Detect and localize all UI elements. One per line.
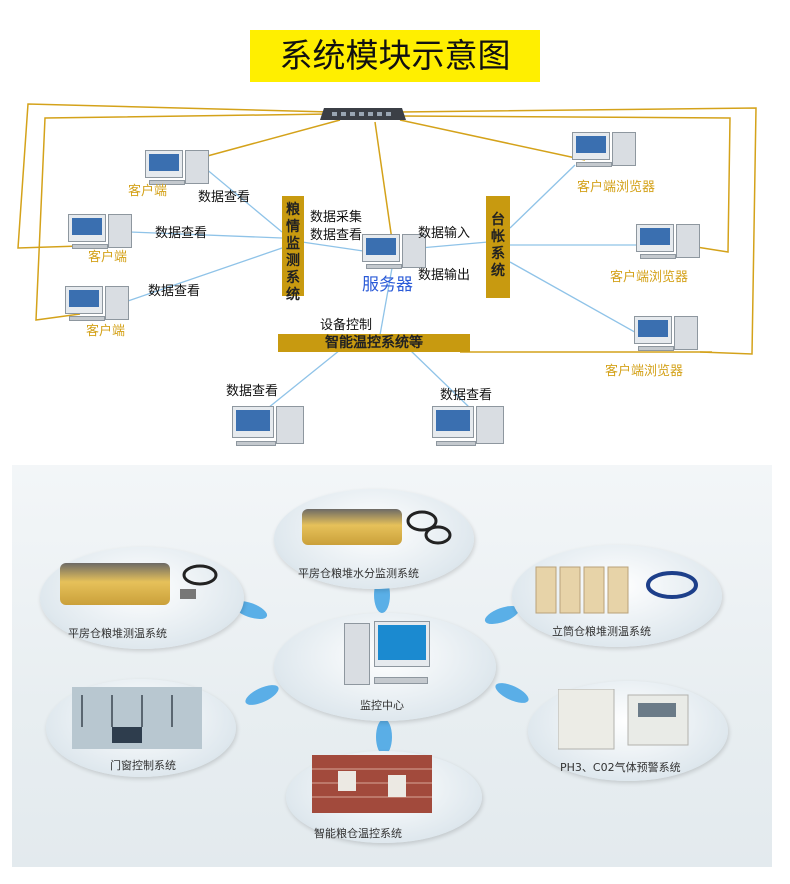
wire-switch-client1 bbox=[199, 119, 341, 159]
cable-coil-icon bbox=[646, 571, 698, 599]
grain-monitoring-bar: 粮 情 监 测 系 统 bbox=[282, 196, 304, 303]
computer-icon bbox=[634, 316, 700, 352]
node-caption: PH3、C02气体预警系统 bbox=[560, 761, 681, 774]
edge-label-data-view: 数据查看 bbox=[440, 388, 493, 403]
link-ledger-browser1 bbox=[509, 164, 576, 229]
wire-switch-server bbox=[374, 121, 393, 241]
bar-char: 帐 bbox=[491, 229, 505, 245]
network-lines bbox=[17, 103, 757, 409]
server-label: 服务器 bbox=[362, 275, 413, 295]
cable-coil-icon bbox=[180, 564, 218, 599]
link-temp-pc2 bbox=[409, 349, 471, 409]
bar-char: 统 bbox=[286, 287, 300, 303]
computer-icon bbox=[636, 224, 702, 260]
petal-links bbox=[232, 577, 529, 755]
link-server-temp bbox=[379, 267, 393, 336]
edge-label-data-view: 数据查看 bbox=[226, 384, 279, 399]
edge-label-data-view: 数据查看 bbox=[198, 190, 251, 205]
bar-char: 系 bbox=[491, 246, 505, 262]
edge-label-data-view: 数据查看 bbox=[148, 284, 201, 299]
leaf-link bbox=[376, 719, 392, 755]
module-panel: 监控中心 平房仓粮堆水分监测系统 平房仓粮堆测温系统 立筒仓粮堆测温系统 门窗控… bbox=[12, 465, 772, 867]
link-grain-server bbox=[301, 241, 371, 253]
edge-label-data-input: 数据输入 bbox=[418, 226, 471, 241]
temp-control-bar: 智能温控系统等 bbox=[278, 334, 470, 352]
node-caption: 平房仓粮堆测温系统 bbox=[68, 627, 167, 640]
computer-icon bbox=[432, 406, 508, 448]
page-title: 系统模块示意图 bbox=[250, 30, 540, 82]
edge-label-data-collect: 数据采集 bbox=[310, 210, 363, 225]
edge-label-data-output: 数据输出 bbox=[418, 268, 471, 283]
link-client2-grain bbox=[129, 231, 283, 239]
link-client1-grain bbox=[204, 167, 283, 233]
switch-icon bbox=[320, 108, 406, 120]
bar-char: 情 bbox=[286, 219, 300, 235]
client-label: 客户端 bbox=[88, 250, 128, 265]
grain-sensor-icon bbox=[302, 509, 402, 545]
computer-icon bbox=[145, 150, 211, 186]
browser-client-label: 客户端浏览器 bbox=[577, 180, 656, 195]
link-ledger-browser3 bbox=[509, 261, 641, 336]
computer-icon bbox=[572, 132, 638, 168]
silo-icon bbox=[535, 566, 629, 614]
client-label: 客户端 bbox=[86, 324, 126, 339]
leaf-link bbox=[484, 605, 520, 625]
node-caption: 平房仓粮堆水分监测系统 bbox=[298, 567, 419, 580]
node-caption: 立筒仓粮堆测温系统 bbox=[552, 625, 651, 638]
wire-switch-browser1 bbox=[399, 119, 586, 161]
cable-coil-icon bbox=[406, 510, 452, 545]
browser-client-label: 客户端浏览器 bbox=[610, 270, 689, 285]
wire-loop-right-outer bbox=[399, 107, 757, 355]
node-caption: 监控中心 bbox=[360, 699, 404, 712]
wire-loop-left-mid bbox=[35, 113, 331, 321]
computer-icon bbox=[65, 286, 131, 322]
bar-char: 测 bbox=[286, 253, 300, 269]
browser-client-label: 客户端浏览器 bbox=[605, 364, 684, 379]
wire-loop-right-mid bbox=[399, 115, 731, 253]
bar-char: 粮 bbox=[286, 202, 300, 218]
computer-icon bbox=[362, 234, 428, 270]
link-temp-pc1 bbox=[267, 349, 341, 409]
computer-icon bbox=[232, 406, 308, 448]
gas-alarm-icon bbox=[558, 689, 689, 750]
node-caption: 门窗控制系统 bbox=[110, 759, 176, 772]
bar-char: 监 bbox=[286, 236, 300, 252]
bar-char: 台 bbox=[491, 212, 505, 228]
window-icon bbox=[72, 687, 202, 749]
edge-label-data-view: 数据查看 bbox=[310, 228, 363, 243]
computer-icon bbox=[344, 621, 436, 689]
wire-loop-left-outer bbox=[17, 103, 331, 249]
link-server-ledger bbox=[419, 241, 489, 249]
link-client3-grain bbox=[124, 247, 283, 303]
grain-sensor-icon bbox=[60, 563, 170, 605]
ledger-system-bar: 台 帐 系 统 bbox=[486, 196, 510, 298]
client-label: 客户端 bbox=[128, 184, 168, 199]
node-caption: 智能粮仓温控系统 bbox=[314, 827, 402, 840]
edge-label-device-control: 设备控制 bbox=[320, 318, 373, 333]
brick-wall-icon bbox=[312, 755, 432, 813]
computer-icon bbox=[68, 214, 134, 250]
leaf-link bbox=[495, 683, 529, 703]
bar-char: 统 bbox=[491, 263, 505, 279]
leaf-link bbox=[245, 685, 279, 705]
bar-char: 系 bbox=[286, 270, 300, 286]
edge-label-data-view: 数据查看 bbox=[155, 226, 208, 241]
